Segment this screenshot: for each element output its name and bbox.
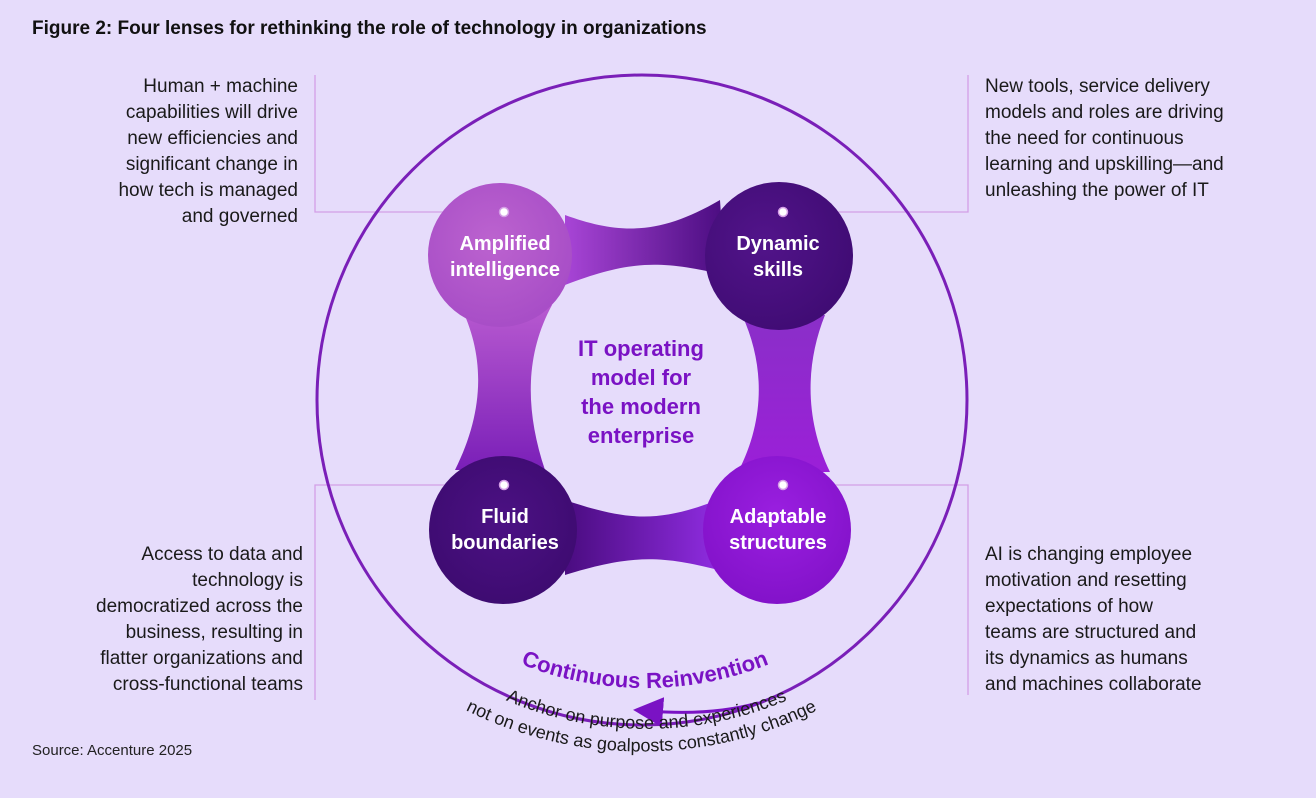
- connector-bottom-left: [314, 484, 504, 700]
- note-line: cross-functional teams: [112, 674, 303, 695]
- pin-dot-top-right: [777, 206, 789, 218]
- note-top-right: New tools, service delivery models and ro…: [985, 74, 1285, 204]
- note-line: and machines collaborate: [985, 674, 1202, 695]
- note-bottom-left: Access to data and technology is democrati…: [3, 542, 303, 698]
- note-line: how tech is managed: [118, 180, 298, 201]
- pin-dot-bottom-left: [498, 479, 510, 491]
- note-line: AI is changing employee: [985, 544, 1193, 565]
- connector-top-left: [314, 75, 504, 213]
- note-line: significant change in: [125, 154, 298, 175]
- note-line: New tools, service delivery: [985, 76, 1210, 97]
- label-line: boundaries: [451, 532, 559, 554]
- label-line: IT operating: [578, 336, 704, 361]
- lens-circle-fluid-boundaries: [429, 456, 577, 604]
- label-line: Fluid: [481, 506, 529, 528]
- pin-dot-top-left: [498, 206, 510, 218]
- note-line: models and roles are driving: [985, 102, 1224, 123]
- note-line: the need for continuous: [985, 128, 1184, 149]
- lens-label-fluid-boundaries: Fluid boundaries: [451, 506, 559, 554]
- note-line: democratized across the: [96, 596, 303, 617]
- lens-circle-adaptable-structures: [703, 456, 851, 604]
- bridge-bottom: [565, 500, 718, 575]
- note-line: capabilities will drive: [125, 102, 298, 123]
- lens-label-dynamic-skills: Dynamic skills: [736, 233, 819, 281]
- label-line: skills: [753, 259, 803, 281]
- lens-label-amplified-intelligence: Amplified intelligence: [450, 233, 560, 281]
- bridge-left: [455, 305, 552, 470]
- label-line: Amplified: [459, 233, 550, 255]
- label-line: enterprise: [588, 423, 694, 448]
- connector-lines: [314, 75, 969, 700]
- lens-circle-dynamic-skills: [705, 182, 853, 330]
- lens-circle-amplified-intelligence: [428, 183, 572, 327]
- bridge-top: [565, 200, 725, 285]
- pin-dot-bottom-right: [777, 479, 789, 491]
- label-line: model for: [591, 365, 692, 390]
- label-line: Adaptable: [730, 506, 827, 528]
- bridge-right: [738, 315, 830, 472]
- note-bottom-right: AI is changing employee motivation and re…: [985, 542, 1285, 698]
- label-line: Dynamic: [736, 233, 819, 255]
- reinvention-arrow: [633, 697, 759, 728]
- note-line: learning and upskilling—and: [985, 154, 1224, 175]
- center-label: IT operating model for the modern enterpris…: [578, 336, 704, 448]
- source-note: Source: Accenture 2025: [32, 742, 193, 759]
- note-line: flatter organizations and: [100, 648, 303, 669]
- note-line: business, resulting in: [125, 622, 303, 643]
- note-top-left: Human + machine capabilities will drive ne…: [0, 74, 298, 230]
- lens-label-adaptable-structures: Adaptable structures: [729, 506, 827, 554]
- label-line: intelligence: [450, 259, 560, 281]
- label-line: the modern: [581, 394, 701, 419]
- label-line: structures: [729, 532, 827, 554]
- note-line: new efficiencies and: [127, 128, 298, 149]
- connector-top-right: [783, 75, 969, 213]
- arc-label-main: Continuous Reinvention: [519, 645, 771, 693]
- connector-bottom-right: [783, 484, 969, 695]
- note-line: unleashing the power of IT: [985, 180, 1209, 201]
- note-line: Human + machine: [143, 76, 298, 97]
- note-line: its dynamics as humans: [985, 648, 1188, 669]
- note-line: and governed: [181, 206, 298, 227]
- note-line: teams are structured and: [985, 622, 1197, 643]
- figure-title: Figure 2: Four lenses for rethinking the…: [32, 18, 707, 39]
- note-line: technology is: [192, 570, 303, 591]
- note-line: motivation and resetting: [985, 570, 1187, 591]
- note-line: expectations of how: [985, 596, 1153, 617]
- note-line: Access to data and: [141, 544, 303, 565]
